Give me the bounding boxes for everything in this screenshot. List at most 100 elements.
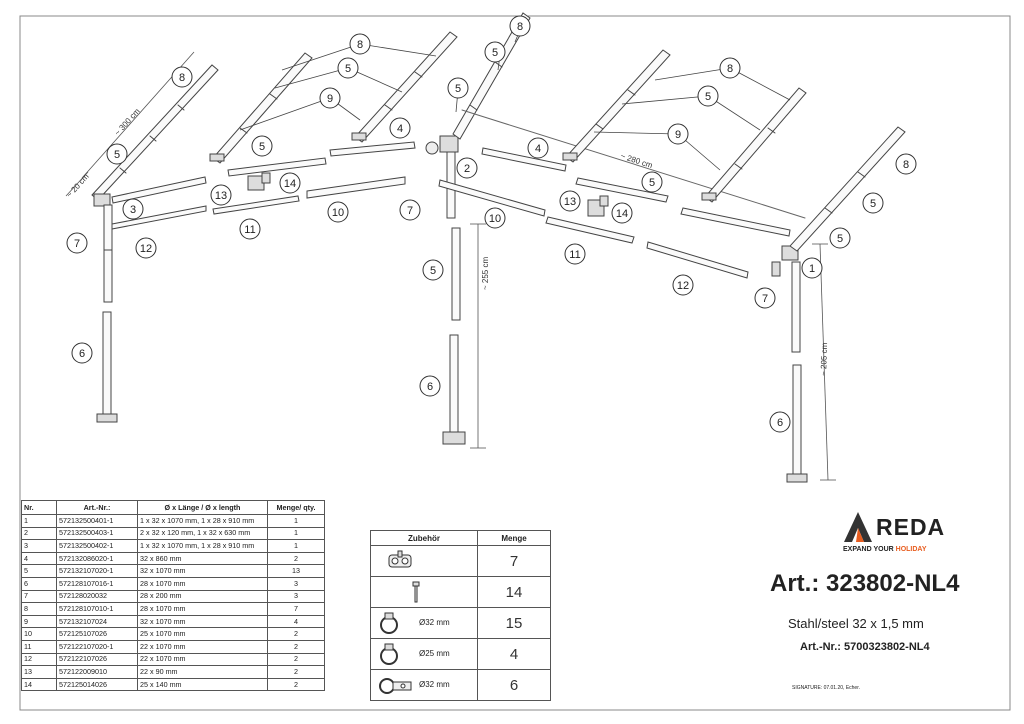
left-pole-lower xyxy=(102,311,112,416)
part-qty: 3 xyxy=(267,576,325,591)
callout-12-a xyxy=(135,237,157,259)
tube-5-right xyxy=(575,177,669,203)
part-dimensions: 1 x 32 x 1070 mm, 1 x 28 x 910 mm xyxy=(137,514,268,528)
part-nr: 14 xyxy=(21,677,57,692)
svg-text:6: 6 xyxy=(777,417,783,429)
callout-5-g xyxy=(697,85,719,107)
callout-9-a xyxy=(319,87,341,109)
svg-text:5: 5 xyxy=(870,198,876,210)
callout-6-c xyxy=(769,411,791,433)
tube-4-right xyxy=(481,147,567,172)
part-qty: 2 xyxy=(267,652,325,667)
callout-12-b xyxy=(672,274,694,296)
accessory-size-label: Ø32 mm xyxy=(419,618,450,627)
part-qty: 2 xyxy=(267,677,325,692)
center-top-joint xyxy=(439,135,459,153)
svg-text:11: 11 xyxy=(569,249,580,261)
callout-8-d xyxy=(719,57,741,79)
callout-7-c xyxy=(754,287,776,309)
part-nr: 1 xyxy=(21,514,57,528)
svg-text:9: 9 xyxy=(675,129,681,141)
dim-ridge-length: ~ 280 cm xyxy=(619,151,654,170)
svg-text:4: 4 xyxy=(397,123,403,135)
part-nr: 5 xyxy=(21,564,57,578)
part-dimensions: 22 x 1070 mm xyxy=(137,639,268,654)
svg-text:10: 10 xyxy=(332,207,344,219)
svg-text:1: 1 xyxy=(809,263,815,275)
svg-text:8: 8 xyxy=(517,21,523,33)
part-qty: 2 xyxy=(267,639,325,654)
callout-10-b xyxy=(484,207,506,229)
part-art-nr: 572132107024 xyxy=(56,614,138,629)
part-nr: 7 xyxy=(21,589,57,604)
callout-6-b xyxy=(419,375,441,397)
part-art-nr: 572122107026 xyxy=(56,652,138,667)
sheet-border xyxy=(19,15,1011,711)
tube-5-left xyxy=(227,157,327,177)
callout-11-b xyxy=(564,243,586,265)
part-qty: 7 xyxy=(267,602,325,616)
brand-name: REDA xyxy=(876,514,946,540)
header-menge: Menge xyxy=(477,530,551,546)
part-art-nr: 572132500402-1 xyxy=(56,539,138,553)
part-art-nr: 572122009010 xyxy=(56,665,138,679)
callout-13-a xyxy=(210,184,232,206)
part-dimensions: 28 x 200 mm xyxy=(137,589,268,604)
part-qty: 1 xyxy=(267,539,325,553)
part-nr: 8 xyxy=(21,602,57,616)
accessory-item: Ø25 mm xyxy=(370,638,478,670)
accessory-item xyxy=(370,545,478,577)
part-art-nr: 572122107020-1 xyxy=(56,639,138,654)
svg-text:7: 7 xyxy=(407,205,413,217)
svg-text:3: 3 xyxy=(130,204,136,216)
center-foot-plate xyxy=(442,431,466,445)
svg-text:5: 5 xyxy=(705,91,711,103)
part-dimensions: 1 x 32 x 1070 mm, 1 x 28 x 910 mm xyxy=(137,539,268,553)
part-qty: 2 xyxy=(267,627,325,641)
accessory-qty: 14 xyxy=(477,576,551,608)
accessory-qty: 6 xyxy=(477,669,551,701)
dim-rear-height: ~ 205 cm xyxy=(819,342,829,376)
callout-5-c xyxy=(251,135,273,157)
callout-5-i xyxy=(862,192,884,214)
part-nr: 11 xyxy=(21,639,57,654)
header-dimensions: Ø x Länge / Ø x length xyxy=(137,500,268,515)
tube-11-left xyxy=(212,195,300,215)
accessories-table-header: Zubehör Menge xyxy=(370,530,551,546)
parts-table-header: Nr. Art.-Nr.: Ø x Länge / Ø x length Men… xyxy=(21,500,325,515)
callout-14-b xyxy=(611,202,633,224)
part-qty: 4 xyxy=(267,614,325,629)
parts-list-table: Nr. Art.-Nr.: Ø x Länge / Ø x length Men… xyxy=(21,500,325,692)
callout-5-f xyxy=(422,259,444,281)
accessory-item: Ø32 mm xyxy=(370,669,478,701)
brand-tagline-highlight: HOLIDAY xyxy=(895,546,927,553)
left-pole-upper xyxy=(103,204,113,303)
part-dimensions: 32 x 860 mm xyxy=(137,551,268,566)
rafter-c xyxy=(565,49,671,163)
signature-line: SIGNATURE: 07.01.20, Echer. xyxy=(792,685,860,691)
svg-text:8: 8 xyxy=(903,159,909,171)
svg-text:5: 5 xyxy=(649,177,655,189)
callout-2 xyxy=(456,157,478,179)
tube-11-right xyxy=(545,216,635,244)
callout-5-b xyxy=(337,57,359,79)
callout-7-b xyxy=(399,199,421,221)
reda-logo-mark-icon xyxy=(844,512,872,542)
dim-side-short: ~ 20 cm xyxy=(65,172,91,200)
part-dimensions: 22 x 1070 mm xyxy=(137,652,268,667)
svg-text:7: 7 xyxy=(74,238,80,250)
tube-10-center xyxy=(438,179,546,217)
callout-10-a xyxy=(327,201,349,223)
part-dimensions: 25 x 140 mm xyxy=(137,677,268,692)
accessory-qty: 4 xyxy=(477,638,551,670)
svg-text:5: 5 xyxy=(345,63,351,75)
callout-11-a xyxy=(239,218,261,240)
